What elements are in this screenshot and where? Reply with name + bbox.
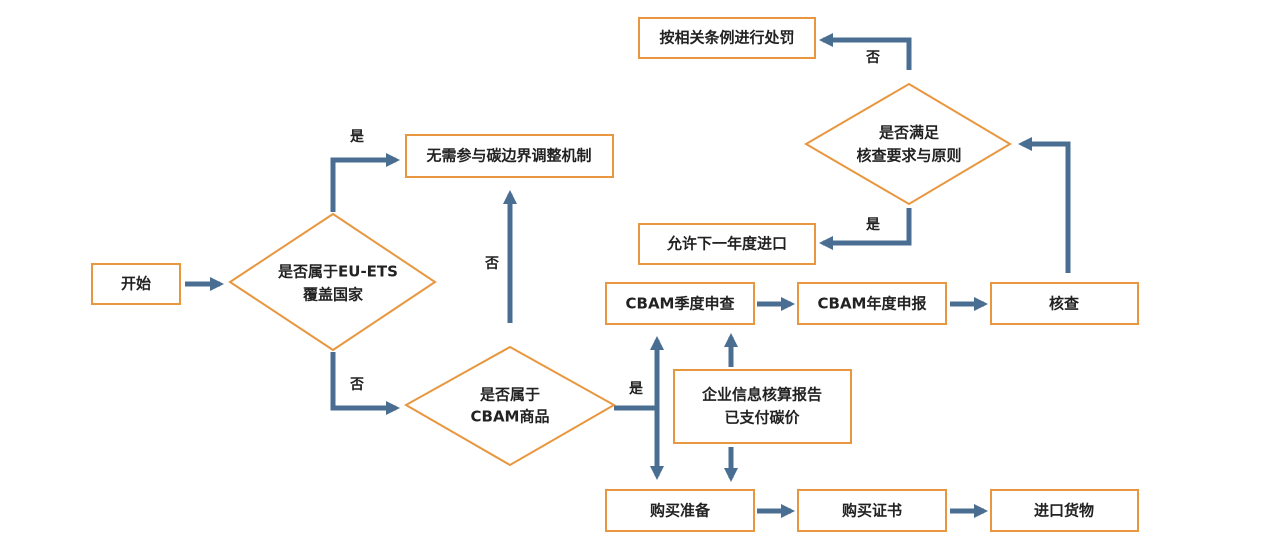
decision-cbam-goods-line-1: 是否属于	[479, 386, 540, 404]
arrow-q-euets-yes	[330, 153, 400, 212]
node-quarterly-review-label: CBAM季度申查	[626, 295, 736, 313]
node-verification-label: 核查	[1049, 295, 1080, 313]
decision-cbam-goods-line-2: CBAM商品	[471, 408, 550, 426]
node-no-cbam: 无需参与碳边界调整机制	[405, 134, 614, 178]
node-purchase-preparation: 购买准备	[605, 489, 755, 532]
edge-label-no-cbam: 否	[484, 256, 499, 272]
edge-label-yes-cbam: 是	[629, 381, 644, 397]
decision-meet-requirements-line-1: 是否满足	[878, 124, 940, 142]
node-import-goods-label: 进口货物	[1034, 502, 1094, 520]
decision-eu-ets: 是否属于EU-ETS 覆盖国家	[228, 212, 437, 352]
node-allow-import: 允许下一年度进口	[638, 223, 816, 265]
decision-meet-requirements: 是否满足 核查要求与原则	[804, 82, 1012, 206]
decision-eu-ets-line-1: 是否属于EU-ETS	[277, 263, 398, 281]
node-enterprise-report: 企业信息核算报告 已支付碳价	[673, 369, 852, 444]
decision-eu-ets-line-2: 覆盖国家	[303, 286, 363, 304]
node-purchase-preparation-label: 购买准备	[650, 502, 711, 520]
node-buy-certificate-label: 购买证书	[842, 502, 902, 520]
node-verification: 核查	[990, 282, 1139, 325]
node-start: 开始	[91, 263, 181, 305]
node-allow-import-label: 允许下一年度进口	[666, 235, 787, 253]
arrow-q-euets-no	[330, 352, 400, 415]
edge-label-yes-meet: 是	[866, 217, 881, 233]
arrow-q-meet-yes	[819, 208, 912, 250]
node-import-goods: 进口货物	[990, 489, 1139, 532]
edge-label-yes-euets: 是	[350, 129, 365, 145]
connectors	[185, 33, 1071, 518]
arrow-verify-to-q-meet	[1018, 137, 1071, 273]
node-quarterly-review: CBAM季度申查	[605, 282, 755, 325]
node-enterprise-report-line-2: 已支付碳价	[724, 409, 800, 427]
edge-label-no-euets: 否	[349, 377, 364, 393]
node-enterprise-report-line-1: 企业信息核算报告	[701, 386, 822, 404]
arrow-q-meet-no	[819, 33, 912, 70]
node-annual-declaration-label: CBAM年度申报	[818, 295, 927, 313]
node-buy-certificate: 购买证书	[797, 489, 947, 532]
node-start-label: 开始	[121, 275, 151, 293]
edge-label-no-meet: 否	[865, 50, 880, 66]
decision-cbam-goods: 是否属于 CBAM商品	[403, 345, 617, 467]
decision-meet-requirements-line-2: 核查要求与原则	[856, 147, 961, 165]
node-no-cbam-label: 无需参与碳边界调整机制	[425, 147, 591, 165]
node-annual-declaration: CBAM年度申报	[797, 282, 947, 325]
node-penalty: 按相关条例进行处罚	[638, 17, 816, 59]
node-penalty-label: 按相关条例进行处罚	[659, 29, 794, 47]
